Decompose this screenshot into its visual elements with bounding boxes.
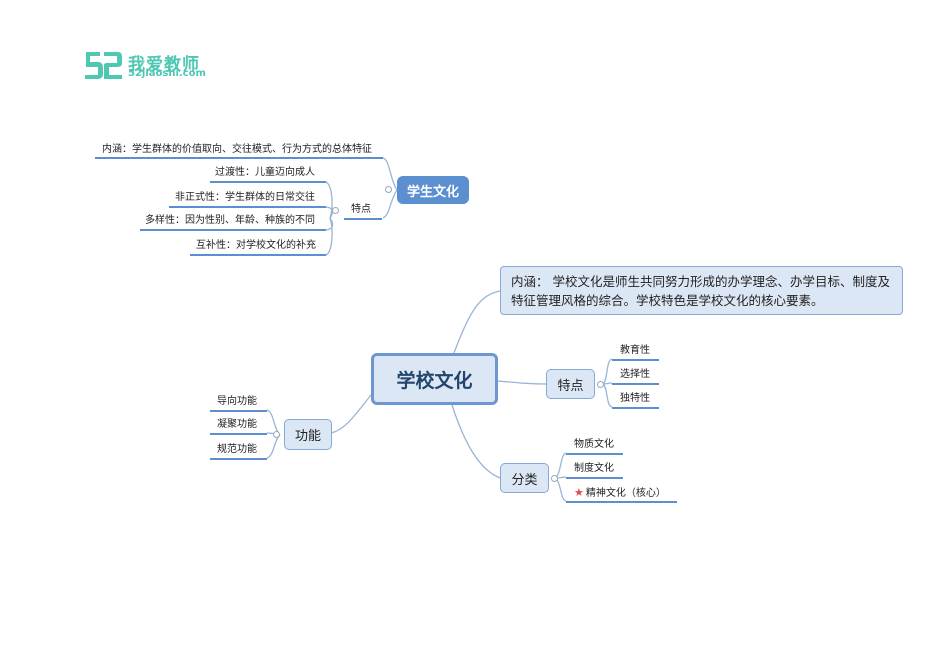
underline [95, 157, 383, 159]
logo-url: 52jiaoshi.com [128, 68, 206, 79]
underline [140, 229, 326, 231]
school-function-item: 规范功能 [217, 444, 257, 455]
logo-title: 我爱教师 [128, 55, 200, 75]
school-functions-collapse-toggle[interactable] [273, 431, 280, 438]
school-type-item-core: ★精神文化（核心） [574, 486, 666, 501]
school-function-item: 凝聚功能 [217, 419, 257, 430]
school-functions-node[interactable]: 功能 [284, 419, 332, 450]
central-topic[interactable]: 学校文化 [371, 353, 498, 405]
student-feature-item: 过渡性：儿童迈向成人 [215, 167, 315, 178]
student-feature-item: 多样性：因为性别、年龄、种族的不同 [145, 215, 315, 226]
student-culture-collapse-toggle[interactable] [385, 186, 392, 193]
underline [566, 501, 677, 503]
52-logo-icon [85, 52, 122, 79]
school-culture-connotation[interactable]: 内涵： 学校文化是师生共同努力形成的办学理念、办学目标、制度及特征管理风格的综合… [500, 266, 903, 315]
underline [210, 458, 267, 460]
school-feature-item: 教育性 [620, 345, 650, 356]
student-features-label: 特点 [351, 204, 371, 215]
underline [210, 433, 267, 435]
underline [169, 206, 326, 208]
student-feature-item: 非正式性：学生群体的日常交往 [175, 192, 315, 203]
student-features-collapse-toggle[interactable] [332, 207, 339, 214]
school-function-item: 导向功能 [217, 396, 257, 407]
underline [566, 453, 623, 455]
school-type-item: 物质文化 [574, 439, 614, 450]
star-icon: ★ [574, 486, 584, 499]
school-type-item: 精神文化（核心） [585, 488, 666, 499]
site-logo[interactable]: 我爱教师 52jiaoshi.com [82, 48, 222, 84]
underline [566, 477, 623, 479]
school-feature-item: 独特性 [620, 393, 650, 404]
student-culture-node[interactable]: 学生文化 [397, 176, 469, 204]
underline [190, 254, 326, 256]
school-features-node[interactable]: 特点 [546, 369, 595, 399]
school-feature-item: 选择性 [620, 369, 650, 380]
underline [210, 181, 326, 183]
underline [612, 359, 659, 361]
student-culture-connotation: 内涵：学生群体的价值取向、交往模式、行为方式的总体特征 [102, 144, 372, 155]
school-features-collapse-toggle[interactable] [597, 381, 604, 388]
underline [612, 383, 659, 385]
student-feature-item: 互补性：对学校文化的补充 [196, 240, 316, 251]
underline [612, 407, 659, 409]
underline [344, 218, 382, 220]
school-types-collapse-toggle[interactable] [551, 475, 558, 482]
school-type-item: 制度文化 [574, 463, 614, 474]
school-types-node[interactable]: 分类 [500, 463, 549, 493]
underline [210, 410, 267, 412]
